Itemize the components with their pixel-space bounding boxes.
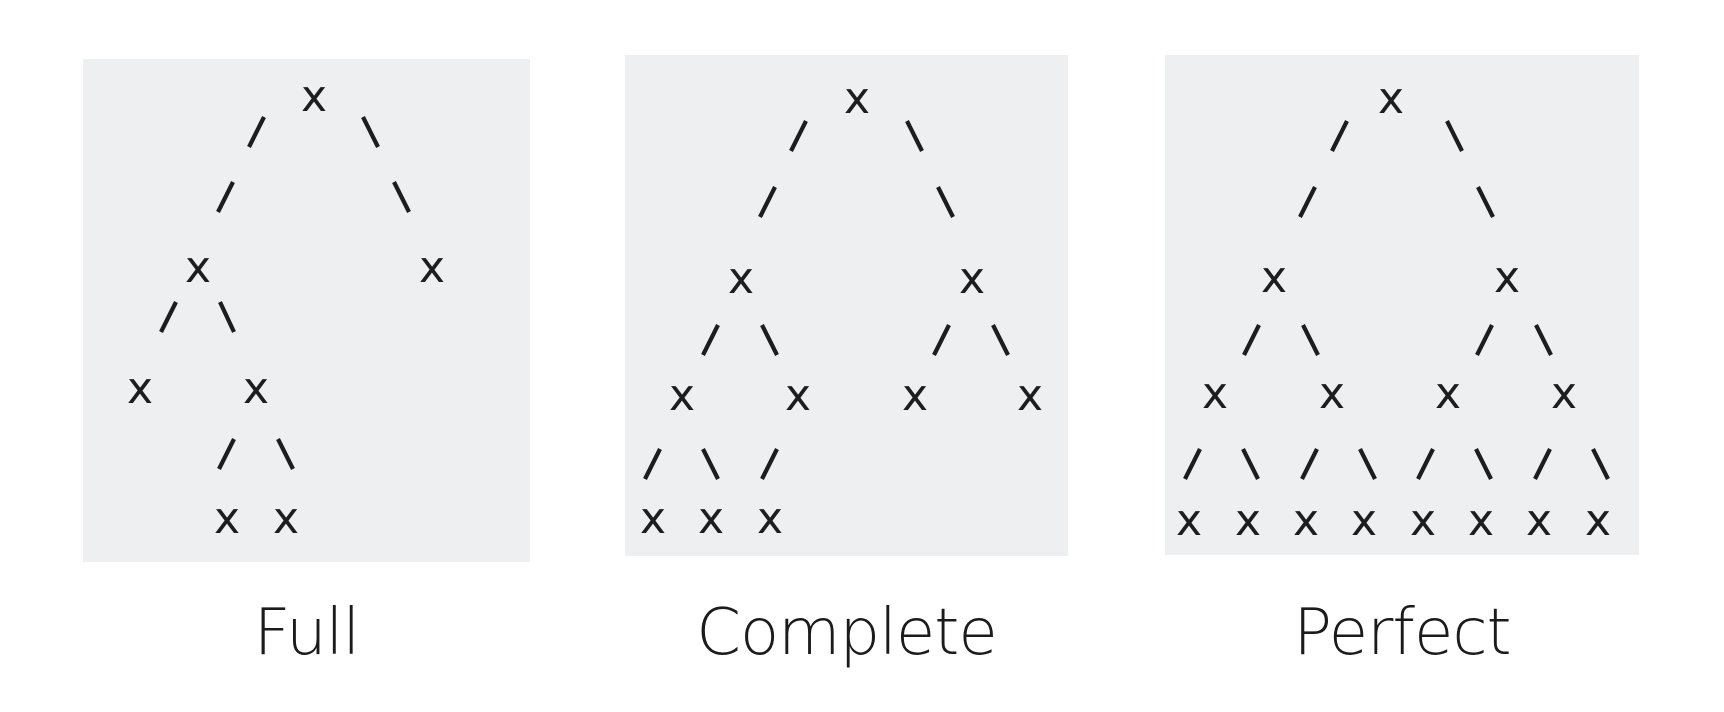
perfect-tree-node: x bbox=[1526, 495, 1552, 546]
full-tree-edge-right bbox=[218, 301, 236, 333]
complete-tree-edge-left bbox=[643, 448, 662, 480]
perfect-tree-node: x bbox=[1235, 495, 1261, 546]
complete-tree-node: x bbox=[902, 370, 928, 421]
perfect-tree-edge-left bbox=[1330, 120, 1349, 152]
perfect-tree-node: x bbox=[1435, 368, 1461, 419]
full-tree-edge-right bbox=[361, 116, 380, 148]
perfect-tree-edge-right bbox=[1474, 448, 1493, 480]
full-tree-edge-right bbox=[392, 181, 411, 213]
full-tree-edge-left bbox=[159, 301, 178, 333]
perfect-tree-node: x bbox=[1410, 495, 1436, 546]
complete-tree-edge-right bbox=[905, 120, 924, 152]
full-tree-node: x bbox=[214, 493, 240, 544]
full-tree-edge-right bbox=[276, 438, 295, 470]
perfect-tree-node: x bbox=[1378, 73, 1404, 124]
complete-tree-edge-right bbox=[936, 186, 955, 218]
perfect-tree-node: x bbox=[1202, 368, 1228, 419]
complete-tree-edge-left bbox=[932, 324, 951, 356]
complete-tree-node: x bbox=[669, 370, 695, 421]
perfect-tree-edge-left bbox=[1242, 324, 1261, 356]
perfect-tree-node: x bbox=[1176, 495, 1202, 546]
perfect-tree-node: x bbox=[1494, 252, 1520, 303]
perfect-tree-edge-left bbox=[1183, 448, 1202, 480]
perfect-tree-edge-right bbox=[1591, 448, 1610, 480]
perfect-tree-node: x bbox=[1293, 495, 1319, 546]
complete-tree-node: x bbox=[640, 493, 666, 544]
perfect-tree-edge-left bbox=[1300, 448, 1319, 480]
perfect-tree-edge-right bbox=[1358, 448, 1377, 480]
full-tree-edge-left bbox=[216, 181, 235, 213]
complete-tree-edge-left bbox=[789, 120, 808, 152]
perfect-tree-edge-right bbox=[1445, 120, 1464, 152]
full-tree-node: x bbox=[419, 242, 445, 293]
perfect-tree-node: x bbox=[1468, 495, 1494, 546]
full-tree-node: x bbox=[243, 363, 269, 414]
complete-tree-edge-left bbox=[760, 448, 779, 480]
full-tree-edge-left bbox=[217, 438, 236, 470]
complete-tree-node: x bbox=[728, 253, 754, 304]
complete-tree-node: x bbox=[757, 493, 783, 544]
perfect-tree-caption: Perfect bbox=[1293, 596, 1511, 670]
perfect-tree-edge-left bbox=[1475, 324, 1494, 356]
complete-tree-edge-right bbox=[701, 448, 720, 480]
complete-tree-node: x bbox=[959, 253, 985, 304]
complete-tree-edge-right bbox=[760, 324, 779, 356]
full-tree-node: x bbox=[301, 71, 327, 122]
perfect-tree-node: x bbox=[1261, 252, 1287, 303]
complete-tree-node: x bbox=[1017, 370, 1043, 421]
perfect-tree-edge-right bbox=[1476, 186, 1495, 218]
full-tree-node: x bbox=[127, 363, 153, 414]
perfect-tree-edge-right bbox=[1301, 324, 1320, 356]
full-tree-caption: Full bbox=[253, 596, 360, 670]
complete-tree-node: x bbox=[785, 370, 811, 421]
full-tree-edge-left bbox=[247, 116, 266, 148]
perfect-tree-node: x bbox=[1585, 495, 1611, 546]
perfect-tree-edge-right bbox=[1534, 324, 1553, 356]
perfect-tree-node: x bbox=[1551, 368, 1577, 419]
perfect-tree-edge-left bbox=[1416, 448, 1435, 480]
complete-tree-node: x bbox=[844, 73, 870, 124]
full-tree-node: x bbox=[185, 242, 211, 293]
complete-tree-edge-left bbox=[701, 324, 720, 356]
perfect-tree-edge-right bbox=[1241, 448, 1260, 480]
complete-tree-edge-right bbox=[991, 324, 1010, 356]
perfect-tree-edge-left bbox=[1533, 448, 1552, 480]
perfect-tree-node: x bbox=[1351, 495, 1377, 546]
perfect-tree-edge-left bbox=[1298, 186, 1317, 218]
complete-tree-edge-left bbox=[758, 186, 777, 218]
full-tree-node: x bbox=[273, 493, 299, 544]
perfect-tree-node: x bbox=[1319, 368, 1345, 419]
complete-tree-caption: Complete bbox=[696, 596, 997, 670]
complete-tree-node: x bbox=[698, 493, 724, 544]
